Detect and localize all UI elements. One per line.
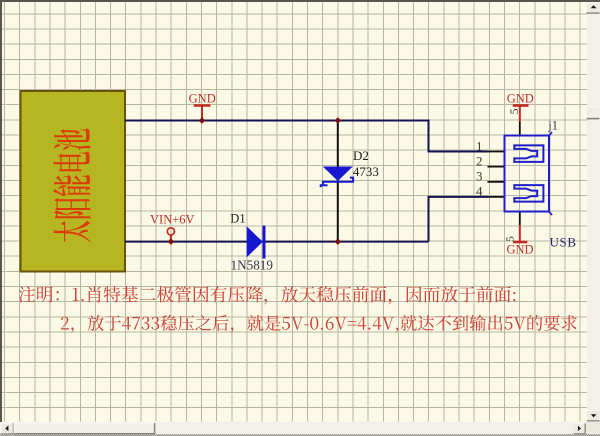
svg-text:5: 5: [509, 108, 521, 114]
svg-text:VIN+6V: VIN+6V: [150, 212, 195, 226]
svg-text:GND: GND: [507, 92, 534, 106]
svg-text:j1: j1: [547, 119, 558, 133]
svg-text:2: 2: [476, 153, 483, 168]
svg-text:3: 3: [476, 169, 483, 184]
svg-text:GND: GND: [506, 243, 533, 257]
svg-text:USB: USB: [550, 235, 577, 250]
svg-text:D1: D1: [230, 212, 245, 226]
svg-text:1: 1: [476, 138, 483, 153]
svg-text:5: 5: [504, 236, 516, 242]
svg-text:1N5819: 1N5819: [231, 257, 274, 272]
svg-text:4: 4: [476, 184, 483, 199]
svg-text:GND: GND: [189, 92, 216, 106]
svg-text:4733: 4733: [353, 164, 379, 179]
svg-text:D2: D2: [353, 148, 369, 163]
